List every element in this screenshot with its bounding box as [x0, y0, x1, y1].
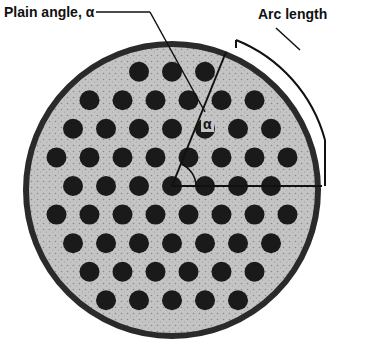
fiber-dot: [228, 290, 248, 310]
radius-line: [172, 52, 226, 186]
fiber-dot: [113, 262, 133, 282]
radius-line: [172, 185, 322, 187]
leader-line: [96, 11, 150, 13]
arc-length-bracket: [236, 40, 325, 140]
fiber-dot: [146, 147, 166, 167]
fiber-dot: [63, 176, 83, 196]
fiber-dot: [96, 233, 116, 253]
fiber-dot: [228, 119, 248, 139]
fiber-dot: [228, 233, 248, 253]
fiber-dot: [80, 205, 100, 225]
fiber-dot: [261, 119, 281, 139]
leader-line: [150, 12, 205, 112]
fiber-dot: [278, 205, 298, 225]
fiber-dot: [96, 290, 116, 310]
fiber-dot: [47, 147, 67, 167]
fiber-dot: [47, 205, 67, 225]
fiber-dot: [245, 147, 265, 167]
fiber-dot: [80, 262, 100, 282]
fiber-dot: [162, 290, 182, 310]
callout-label: Plain angle, α: [4, 4, 96, 20]
fiber-dot: [96, 119, 116, 139]
fiber-dot: [179, 262, 199, 282]
fiber-dot: [146, 205, 166, 225]
fiber-dot: [162, 233, 182, 253]
fiber-dot: [129, 176, 149, 196]
fiber-dot: [63, 233, 83, 253]
fiber-dot: [212, 147, 232, 167]
fiber-dot: [245, 90, 265, 110]
fiber-dot: [113, 90, 133, 110]
fiber-dot: [113, 147, 133, 167]
callout-label: Arc length: [258, 6, 368, 22]
fiber-dot: [129, 119, 149, 139]
angle-symbol: α: [201, 116, 214, 132]
leader-line: [276, 28, 300, 50]
arc-length-bracket: [235, 40, 237, 48]
matrix-disc: [26, 44, 318, 336]
fiber-dot: [129, 290, 149, 310]
fiber-dot: [195, 290, 215, 310]
fiber-dot: [179, 205, 199, 225]
fiber-dot: [63, 119, 83, 139]
arc-length-bracket: [324, 140, 326, 186]
fiber-dot: [245, 262, 265, 282]
fiber-dot: [129, 233, 149, 253]
fiber-dot: [113, 205, 133, 225]
fiber-dot: [80, 147, 100, 167]
fiber-dot: [245, 205, 265, 225]
fiber-dot: [129, 62, 149, 82]
fiber-dot: [212, 90, 232, 110]
fiber-dot: [195, 62, 215, 82]
fiber-dot: [195, 233, 215, 253]
fiber-dot: [146, 90, 166, 110]
angle-arc: [181, 164, 196, 186]
fiber-dot: [278, 147, 298, 167]
fiber-dot: [261, 233, 281, 253]
fiber-dot: [146, 262, 166, 282]
fiber-dot: [162, 119, 182, 139]
fiber-dot: [212, 205, 232, 225]
fiber-dot: [212, 262, 232, 282]
fiber-dot: [96, 176, 116, 196]
fiber-dot: [80, 90, 100, 110]
